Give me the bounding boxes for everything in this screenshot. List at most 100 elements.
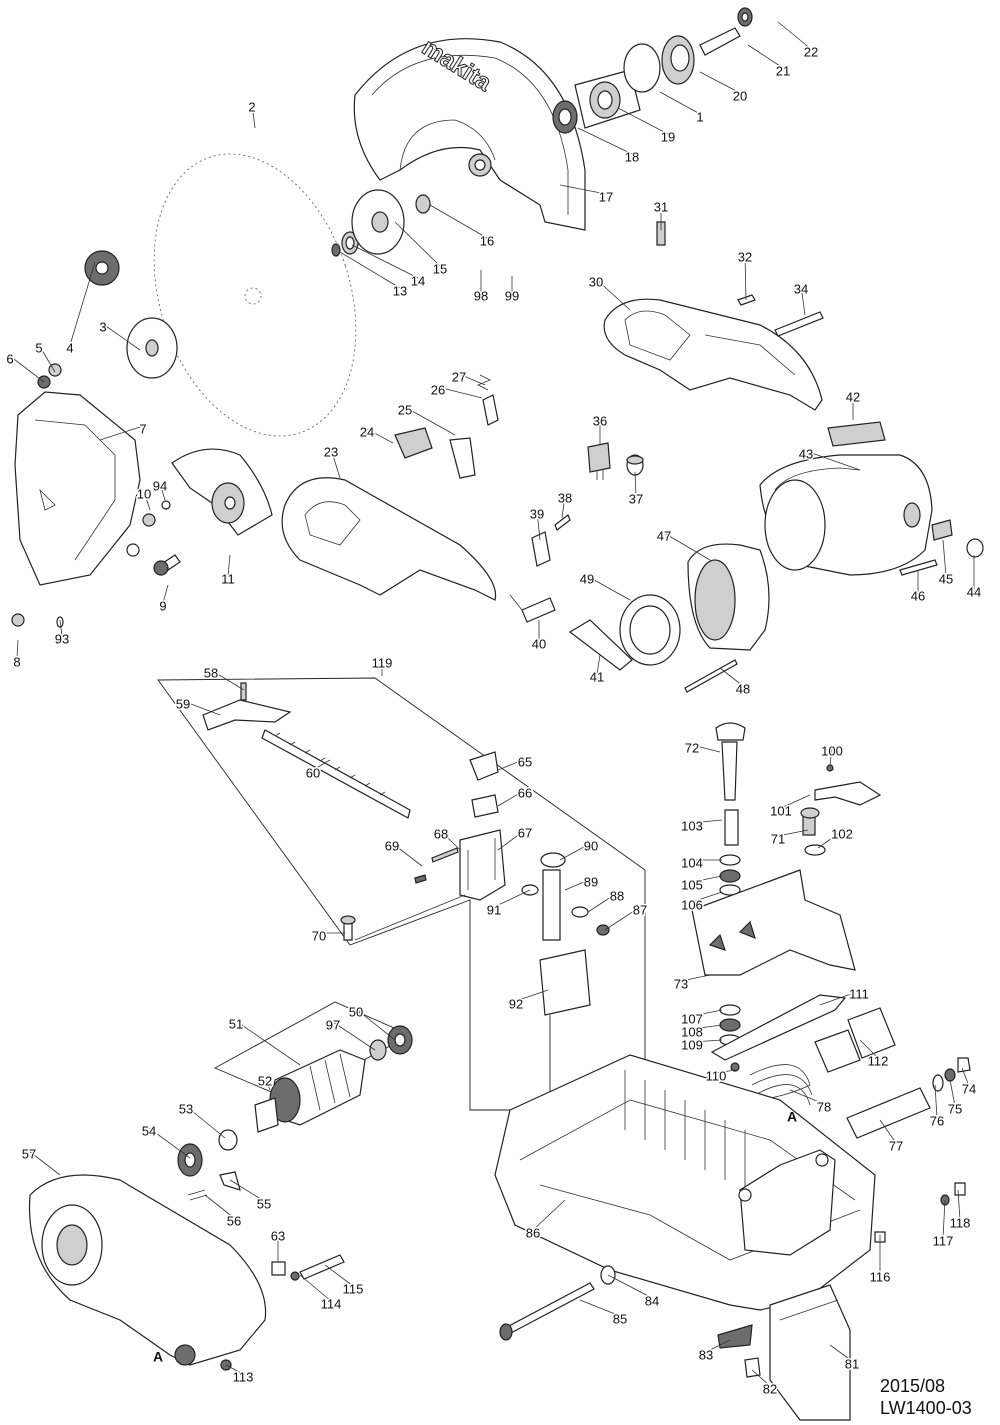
part-number-label: 14 (411, 273, 425, 288)
leader-line (942, 539, 947, 577)
part-number-label: 63 (271, 1228, 285, 1243)
leader-line (497, 758, 526, 771)
part-number-label: 78 (817, 1099, 831, 1114)
part-number-label: 94 (153, 478, 167, 493)
part-number-label: 19 (661, 129, 675, 144)
leader-line (934, 1084, 938, 1119)
leader-line (351, 244, 419, 279)
part-number-label: 83 (699, 1347, 713, 1362)
leader-line (225, 1364, 244, 1375)
part-number-label: 100 (821, 743, 843, 758)
part-number-label: 72 (685, 740, 699, 755)
leader-line (829, 747, 833, 766)
part-number-label: 41 (590, 669, 604, 684)
part-number-label: 86 (526, 1225, 540, 1240)
leader-line (148, 1127, 191, 1159)
leader-line (312, 759, 331, 771)
part-number-label: 110 (706, 1068, 727, 1083)
part-number-label: 23 (324, 444, 338, 459)
leader-line (429, 204, 488, 239)
leader-line (251, 103, 256, 129)
part-number-label: 88 (610, 888, 624, 903)
part-number-label: 81 (845, 1356, 859, 1371)
leader-line (751, 1369, 771, 1387)
brush-parts (509, 442, 644, 671)
leader-line (777, 21, 812, 50)
leader-line (332, 1021, 376, 1051)
leader-line (299, 1274, 332, 1302)
part-number-label: 90 (584, 838, 598, 853)
part-number-label: 57 (22, 1146, 36, 1161)
part-number-label: 46 (911, 588, 925, 603)
leader-line (680, 974, 711, 982)
part-number-label: 11 (221, 571, 235, 586)
leader-line (559, 842, 592, 861)
leader-line (493, 889, 531, 908)
part-number-label: 75 (948, 1101, 962, 1116)
part-number-label: 17 (599, 189, 613, 204)
leader-line (789, 1089, 825, 1105)
part-number-label: 22 (804, 44, 818, 59)
leader-line (949, 1079, 956, 1107)
leader-line (458, 373, 486, 386)
outer-guard-parts (11, 250, 273, 628)
part-number-label: 76 (930, 1113, 944, 1128)
leader-line (691, 875, 723, 883)
part-number-label: 97 (326, 1017, 340, 1032)
part-number-label: 53 (179, 1101, 193, 1116)
part-number-label: 114 (321, 1296, 342, 1311)
part-number-label: 50 (349, 1004, 363, 1019)
part-number-label: 105 (681, 877, 703, 892)
part-number-label: 54 (142, 1123, 156, 1138)
part-number-labels: 1234567891011131415161718192021222324252… (5, 43, 983, 1398)
part-number-label: 18 (625, 149, 639, 164)
leader-line (691, 1024, 723, 1030)
part-number-label: 13 (393, 283, 407, 298)
leader-line (859, 1039, 879, 1059)
leader-line (744, 253, 747, 301)
leader-line (607, 1274, 653, 1299)
leader-line (497, 829, 526, 851)
part-number-label: 107 (681, 1011, 703, 1026)
leader-line (330, 448, 341, 479)
leader-line (691, 744, 721, 753)
revision-date: 2015/08 (880, 1376, 946, 1396)
part-number-label: 6 (6, 351, 13, 366)
spindle-parts (552, 7, 753, 134)
leader-line (404, 406, 456, 436)
part-number-label: 30 (589, 274, 603, 289)
leader-line (394, 221, 441, 267)
part-number-label: 4 (66, 340, 73, 355)
leader-line (324, 1264, 354, 1287)
armature-parts (177, 1001, 413, 1201)
part-number-label: 108 (681, 1024, 703, 1039)
leader-line (617, 107, 669, 135)
part-number-label: 109 (681, 1037, 703, 1052)
part-number-label: 56 (227, 1213, 241, 1228)
part-number-label: 102 (831, 826, 853, 841)
leader-line (162, 584, 169, 604)
leader-line (719, 667, 744, 687)
part-number-label: 92 (509, 996, 523, 1011)
part-number-label: 16 (480, 233, 494, 248)
part-number-label: 112 (868, 1053, 889, 1068)
leader-line (819, 990, 860, 1006)
part-number-label: 87 (633, 902, 647, 917)
reference-markers: AA (153, 1109, 797, 1365)
part-number-label: 68 (434, 826, 448, 841)
leader-line (229, 1179, 265, 1202)
part-number-label: 101 (770, 803, 792, 818)
leader-line (28, 1150, 61, 1176)
part-number-label: 103 (681, 818, 703, 833)
leader-line (879, 1119, 897, 1144)
leader-line (355, 1008, 396, 1041)
part-number-label: 9 (159, 598, 166, 613)
leader-line (817, 830, 843, 849)
part-number-label: 43 (799, 446, 813, 461)
leader-line (16, 639, 19, 660)
inner-flange-parts (331, 189, 431, 257)
leader-line (942, 1199, 946, 1239)
leader-line (339, 251, 401, 289)
handle-right (603, 221, 824, 411)
